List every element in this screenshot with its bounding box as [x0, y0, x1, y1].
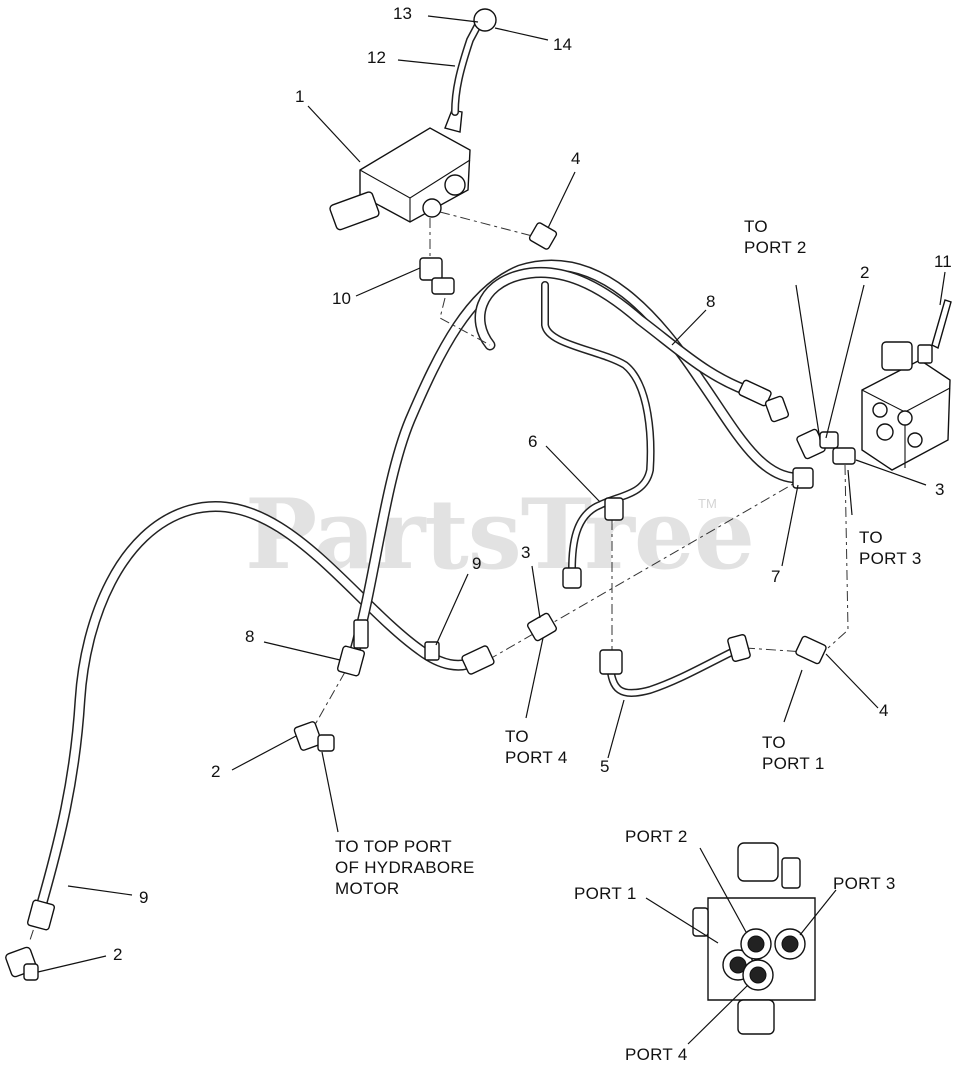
fitting-4-upper	[528, 222, 558, 250]
fitting-10	[419, 257, 455, 295]
callout-8-upper: 8	[706, 292, 716, 311]
inset-valve	[692, 842, 816, 1035]
callout-9-upper: 9	[472, 554, 482, 573]
callout-10: 10	[332, 289, 351, 308]
callout-3-lower: 3	[521, 543, 531, 562]
callout-1: 1	[295, 87, 305, 106]
hose-end-6	[562, 497, 624, 589]
hose-end-8-upper	[738, 379, 790, 423]
callout-11: 11	[934, 252, 952, 271]
hose-end-9-upper	[424, 641, 495, 675]
hose-8-lower	[349, 259, 806, 656]
callout-3-valve: 3	[935, 480, 945, 499]
inset-label-port-3: PORT 3	[833, 874, 896, 893]
hose-8-upper	[474, 266, 766, 401]
hose-end-9-lower	[26, 899, 56, 931]
callout-8-lower: 8	[245, 627, 255, 646]
callout-7: 7	[771, 567, 781, 586]
callout-4-upper: 4	[571, 149, 581, 168]
leader-lines	[37, 15, 946, 1045]
fitting-2-valve	[796, 428, 839, 460]
callout-2-bottom: 2	[113, 945, 123, 964]
callout-13: 13	[393, 4, 412, 23]
callout-14: 14	[553, 35, 572, 54]
pipe-5-ends	[599, 634, 751, 675]
hose-end-8-lower	[336, 619, 369, 677]
inset-label-port-2: PORT 2	[625, 827, 688, 846]
lever-12	[451, 21, 482, 116]
callout-2-lower: 2	[211, 762, 221, 781]
knob-14	[473, 8, 497, 32]
callout-5: 5	[600, 757, 610, 776]
valve-11	[861, 299, 952, 471]
fitting-3-lower	[527, 612, 557, 642]
hose-9-long	[34, 501, 484, 916]
callout-12: 12	[367, 48, 386, 67]
inset-label-port-4: PORT 4	[625, 1045, 688, 1064]
fitting-3-valve	[832, 447, 856, 465]
fitting-2-bottom	[5, 946, 39, 981]
callout-6: 6	[528, 432, 538, 451]
inset-label-port-1: PORT 1	[574, 884, 637, 903]
hose-end-7	[792, 467, 814, 489]
callout-4-lower: 4	[879, 701, 889, 720]
callout-2-valve: 2	[860, 263, 870, 282]
watermark-trademark: TM	[698, 496, 717, 511]
callout-9-lower: 9	[139, 888, 149, 907]
pipe-5	[606, 644, 744, 697]
fitting-4-lower	[795, 635, 827, 665]
control-valve-1	[329, 109, 471, 231]
centerlines	[29, 211, 849, 941]
fitting-2-lower	[293, 721, 335, 752]
pipe-6	[541, 281, 655, 574]
